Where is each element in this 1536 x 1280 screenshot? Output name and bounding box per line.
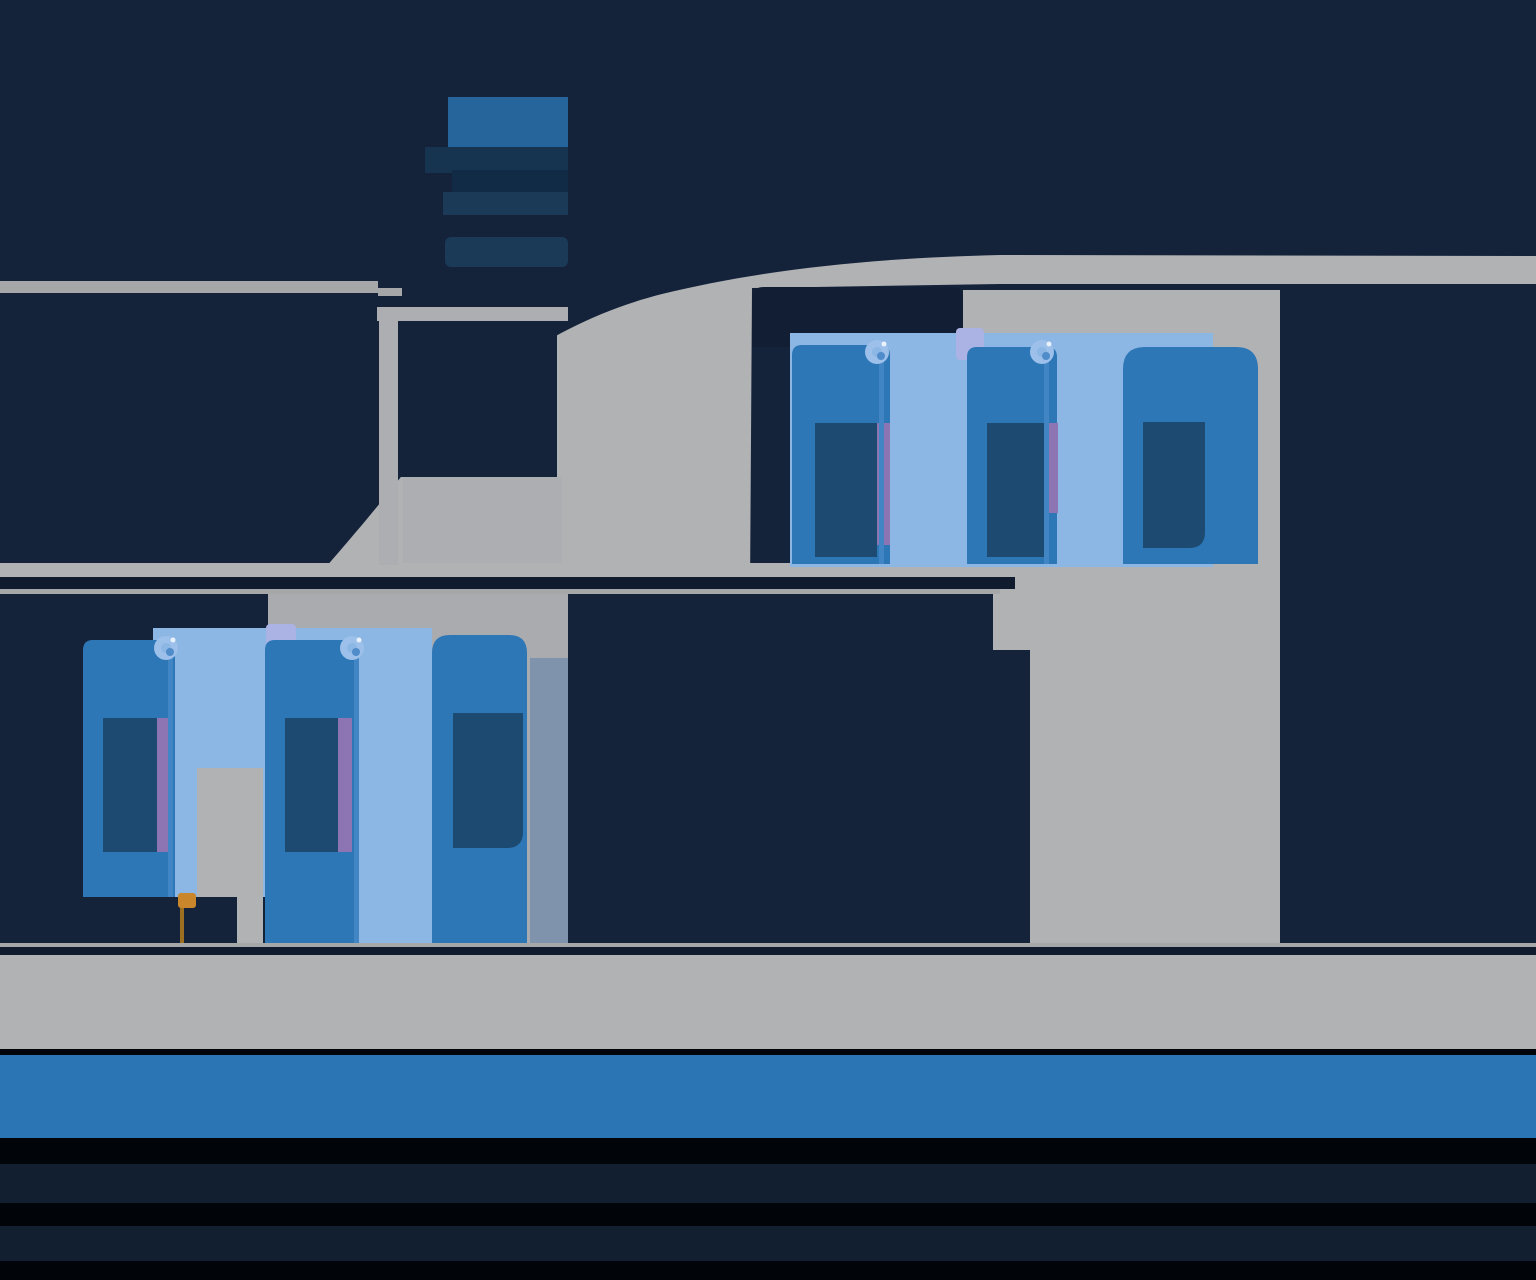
gate-plinth	[403, 477, 562, 563]
gate-lintel	[377, 307, 568, 321]
kiosk-right-2-window	[987, 423, 1045, 557]
black-line-2	[0, 1138, 1536, 1164]
control-tower	[425, 97, 568, 267]
hose-ring-2-dark-dot	[352, 648, 360, 656]
hose-ring-1-dark-dot	[166, 648, 174, 656]
tower-cap	[448, 97, 568, 150]
tower-slab-4	[445, 237, 568, 267]
pier-leg-notch	[993, 594, 1030, 650]
black-line-4	[0, 1261, 1536, 1280]
black-line-1	[0, 1049, 1536, 1055]
left-horizon-line	[0, 281, 378, 293]
nozzle-drop-line	[180, 908, 184, 947]
kiosk-group-left	[83, 624, 527, 947]
gray-inset-lower	[237, 897, 263, 944]
gate-left-pillar	[379, 307, 398, 565]
hose-pole-right-2	[1044, 352, 1049, 564]
nozzle-icon	[178, 893, 196, 908]
track-shadow-line	[0, 577, 1015, 589]
gray-inset-upper	[197, 768, 263, 897]
hose-ring-1-highlight	[170, 637, 176, 643]
navy-stripe-1	[0, 1164, 1536, 1203]
right-group-roof-cap	[752, 287, 963, 347]
tower-slab-2	[452, 170, 568, 193]
black-line-3	[0, 1203, 1536, 1226]
kiosk-right-1-window	[815, 423, 877, 557]
kiosk-left-1-purple-strip	[157, 718, 170, 852]
kiosk-left-1-window	[103, 718, 157, 852]
kiosk-left-2-window	[285, 718, 338, 852]
kiosk-group-right	[790, 328, 1258, 567]
left-horizon-line-step	[378, 288, 402, 296]
ground-shadow-line	[0, 947, 1536, 955]
tower-gate-frame	[377, 307, 568, 565]
gate-opening	[398, 321, 557, 477]
water-blue-band	[0, 1055, 1536, 1138]
hose-pole-2	[354, 648, 359, 944]
hose-ring-right-1-dark-dot	[877, 352, 885, 360]
hose-ring-2-highlight	[356, 637, 362, 643]
kiosk-left-3-window	[453, 713, 523, 848]
flyover-arch	[308, 255, 1536, 592]
track-under-line	[0, 589, 1000, 594]
bottom-bands	[0, 955, 1536, 1280]
navy-stripe-2	[0, 1226, 1536, 1261]
hose-ring-right-2-highlight	[1046, 341, 1052, 347]
tower-slab-3	[443, 192, 568, 215]
left-bluegray-strip	[530, 658, 568, 943]
tower-slab-1	[425, 147, 568, 173]
hose-ring-right-1-highlight	[881, 341, 887, 347]
ground-top-line	[0, 943, 1536, 947]
pier-leg-cutout	[568, 594, 1030, 948]
hose-pole-1	[168, 648, 173, 897]
hose-ring-right-2-dark-dot	[1042, 352, 1050, 360]
hose-pole-right-1	[879, 352, 884, 564]
kiosk-left-2-purple-strip	[338, 718, 352, 852]
kiosk-right-3-window	[1143, 422, 1205, 548]
platform-gray-band	[0, 955, 1536, 1049]
